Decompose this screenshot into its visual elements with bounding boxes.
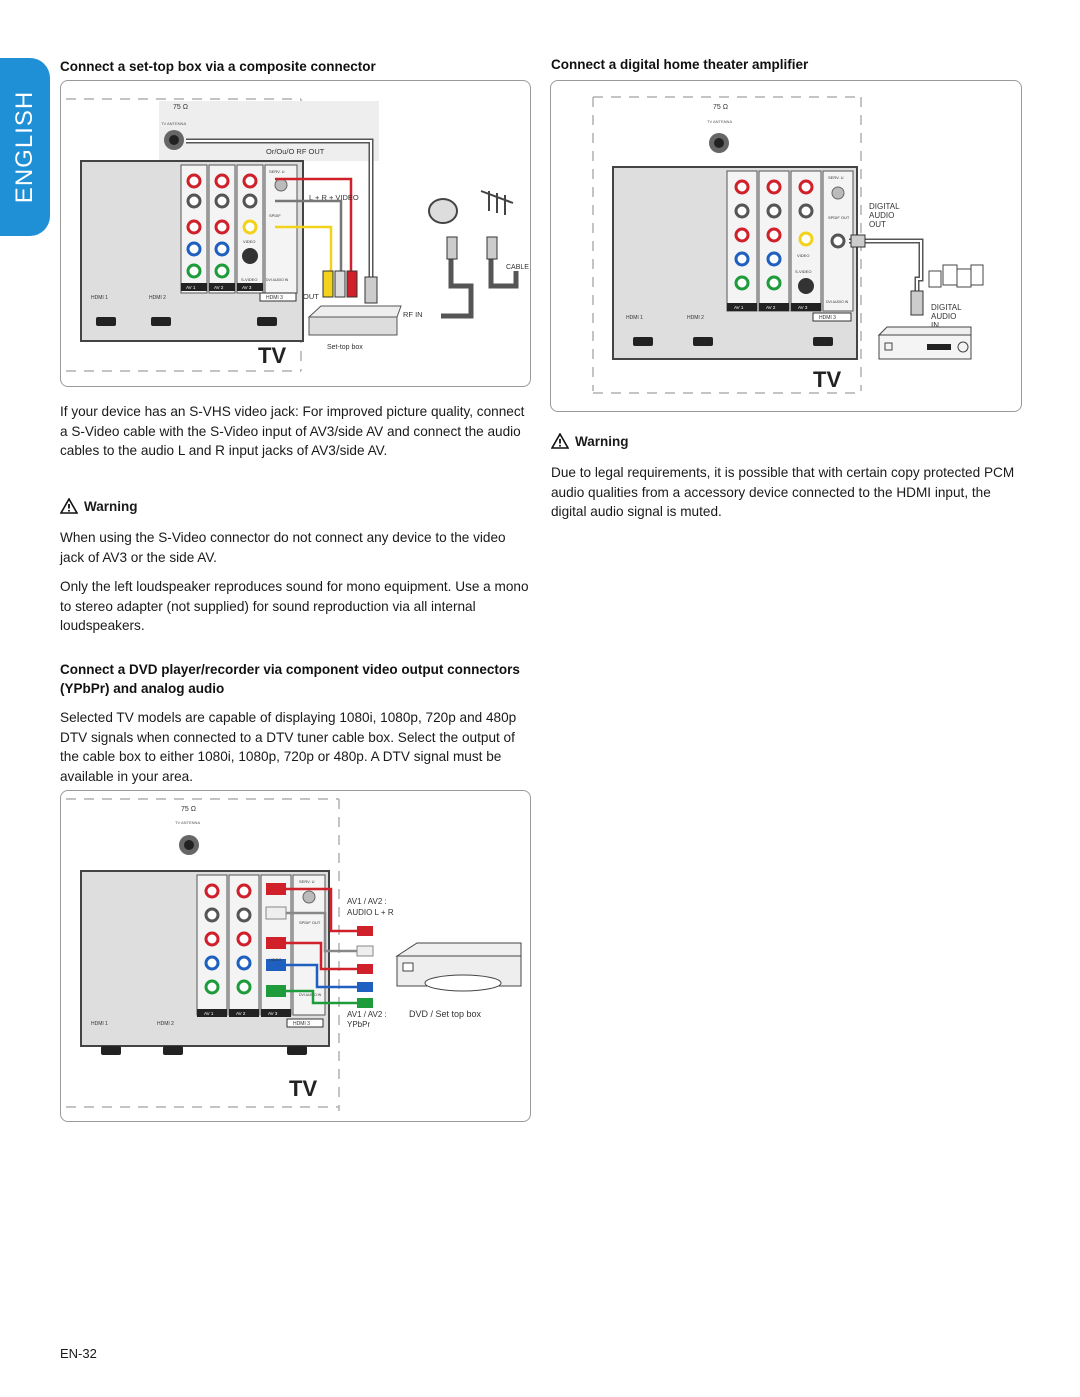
svg-text:HDMI 3: HDMI 3 bbox=[266, 295, 283, 301]
svg-text:VIDEO: VIDEO bbox=[797, 253, 809, 258]
warning-settop: Warning bbox=[60, 498, 138, 514]
svg-text:AUDIO: AUDIO bbox=[931, 312, 956, 321]
svg-text:YPbPr: YPbPr bbox=[347, 1020, 370, 1029]
svg-text:HDMI 2: HDMI 2 bbox=[149, 295, 166, 301]
svg-text:HDMI 2: HDMI 2 bbox=[157, 1021, 174, 1027]
figure-settop-box: 75 Ω TV ANTENNA SERV. U bbox=[60, 80, 531, 387]
figure-home-theater: 75 Ω TV ANTENNA SERV. U SPDIF OUT VIDEO … bbox=[550, 80, 1022, 412]
svg-text:AUDIO L + R: AUDIO L + R bbox=[347, 908, 394, 917]
svg-text:AV 1: AV 1 bbox=[186, 285, 196, 290]
page-number: EN-32 bbox=[60, 1346, 97, 1361]
svg-text:AV 3: AV 3 bbox=[268, 1011, 278, 1016]
svg-text:75 Ω: 75 Ω bbox=[181, 806, 196, 813]
svg-text:SPDIF: SPDIF bbox=[269, 213, 281, 218]
language-tab: ENGLISH bbox=[0, 58, 50, 236]
svg-text:SPDIF OUT: SPDIF OUT bbox=[299, 920, 321, 925]
svg-text:TV ANTENNA: TV ANTENNA bbox=[161, 121, 186, 126]
svg-text:S-VIDEO: S-VIDEO bbox=[795, 269, 811, 274]
svg-text:TV: TV bbox=[813, 367, 841, 392]
jack-column-av1 bbox=[180, 164, 208, 294]
svg-text:S-VIDEO: S-VIDEO bbox=[241, 277, 257, 282]
warning-label: Warning bbox=[575, 433, 629, 449]
svg-text:DVI AUDIO IN: DVI AUDIO IN bbox=[299, 993, 322, 997]
svg-text:AV 3: AV 3 bbox=[798, 305, 808, 310]
svg-text:OUT: OUT bbox=[869, 220, 886, 229]
svhs-paragraph: If your device has an S-VHS video jack: … bbox=[60, 404, 525, 459]
svg-text:TV ANTENNA: TV ANTENNA bbox=[707, 119, 732, 124]
warning-text-hdmi: Due to legal requirements, it is possibl… bbox=[551, 465, 1015, 520]
heading-settop-box: Connect a set-top box via a composite co… bbox=[60, 59, 376, 74]
svg-text:AV 3: AV 3 bbox=[242, 285, 252, 290]
svg-text:HDMI 3: HDMI 3 bbox=[293, 1021, 310, 1027]
svg-text:Or/Ou/O RF OUT: Or/Ou/O RF OUT bbox=[266, 147, 325, 156]
heading-dvd-component: Connect a DVD player/recorder via compon… bbox=[60, 662, 520, 696]
component-diagram: 75 Ω TV ANTENNA SERV. U SPDIF OUT VIDEO … bbox=[66, 798, 522, 1111]
svg-text:HDMI 3: HDMI 3 bbox=[819, 315, 836, 321]
svg-text:AV 1: AV 1 bbox=[204, 1011, 214, 1016]
svg-text:DIGITAL: DIGITAL bbox=[931, 303, 962, 312]
svg-text:SERV. U: SERV. U bbox=[299, 879, 315, 884]
svg-text:DVD / Set top box: DVD / Set top box bbox=[409, 1009, 482, 1019]
svg-text:RF IN: RF IN bbox=[403, 310, 423, 319]
dtv-paragraph: Selected TV models are capable of displa… bbox=[60, 710, 517, 784]
svg-text:DVI AUDIO IN: DVI AUDIO IN bbox=[266, 278, 289, 282]
svg-text:DIGITAL: DIGITAL bbox=[869, 202, 900, 211]
svg-text:SERV. U: SERV. U bbox=[828, 175, 844, 180]
svg-text:DVI AUDIO IN: DVI AUDIO IN bbox=[826, 300, 849, 304]
svg-text:SERV. U: SERV. U bbox=[269, 169, 285, 174]
settop-diagram: 75 Ω TV ANTENNA SERV. U bbox=[66, 98, 529, 372]
figure-dvd-component: 75 Ω TV ANTENNA SERV. U SPDIF OUT VIDEO … bbox=[60, 790, 531, 1122]
svg-text:TV ANTENNA: TV ANTENNA bbox=[175, 820, 200, 825]
jack-column-av3 bbox=[236, 164, 264, 294]
jack-column-av2 bbox=[208, 164, 236, 294]
svg-text:HDMI 1: HDMI 1 bbox=[626, 315, 643, 321]
language-label: ENGLISH bbox=[11, 90, 38, 204]
svg-text:SPDIF OUT: SPDIF OUT bbox=[828, 215, 850, 220]
svg-text:VIDEO: VIDEO bbox=[243, 239, 255, 244]
warning-hdmi: Warning bbox=[551, 433, 629, 449]
svg-text:AV 1: AV 1 bbox=[734, 305, 744, 310]
svg-text:AUDIO: AUDIO bbox=[869, 211, 894, 220]
svg-text:HDMI 1: HDMI 1 bbox=[91, 1021, 108, 1027]
svg-text:TV: TV bbox=[289, 1076, 317, 1101]
svg-text:AV 2: AV 2 bbox=[766, 305, 776, 310]
svg-text:HDMI 2: HDMI 2 bbox=[687, 315, 704, 321]
svg-text:AV 2: AV 2 bbox=[236, 1011, 246, 1016]
svg-text:OUT: OUT bbox=[303, 292, 319, 301]
svg-text:Set-top box: Set-top box bbox=[327, 344, 363, 351]
svg-text:AV 2: AV 2 bbox=[214, 285, 224, 290]
svg-text:AV1 / AV2 :: AV1 / AV2 : bbox=[347, 897, 387, 906]
amplifier-diagram: 75 Ω TV ANTENNA SERV. U SPDIF OUT VIDEO … bbox=[592, 96, 984, 394]
warning-icon bbox=[551, 433, 569, 449]
svg-text:TV: TV bbox=[258, 343, 286, 368]
heading-home-theater: Connect a digital home theater amplifier bbox=[551, 57, 809, 72]
warning-text-svideo: When using the S-Video connector do not … bbox=[60, 530, 506, 565]
svg-text:L + R + VIDEO: L + R + VIDEO bbox=[309, 193, 359, 202]
svg-text:75 Ω: 75 Ω bbox=[713, 104, 728, 111]
warning-label: Warning bbox=[84, 498, 138, 514]
warning-icon bbox=[60, 498, 78, 514]
svg-text:VIDEO: VIDEO bbox=[269, 957, 281, 962]
mono-paragraph: Only the left loudspeaker reproduces sou… bbox=[60, 579, 529, 634]
svg-text:IN: IN bbox=[931, 321, 939, 330]
svg-text:AV1 / AV2 :: AV1 / AV2 : bbox=[347, 1010, 387, 1019]
svg-text:75 Ω: 75 Ω bbox=[173, 104, 188, 111]
svg-text:CABLE: CABLE bbox=[506, 264, 529, 271]
svg-text:HDMI 1: HDMI 1 bbox=[91, 295, 108, 301]
